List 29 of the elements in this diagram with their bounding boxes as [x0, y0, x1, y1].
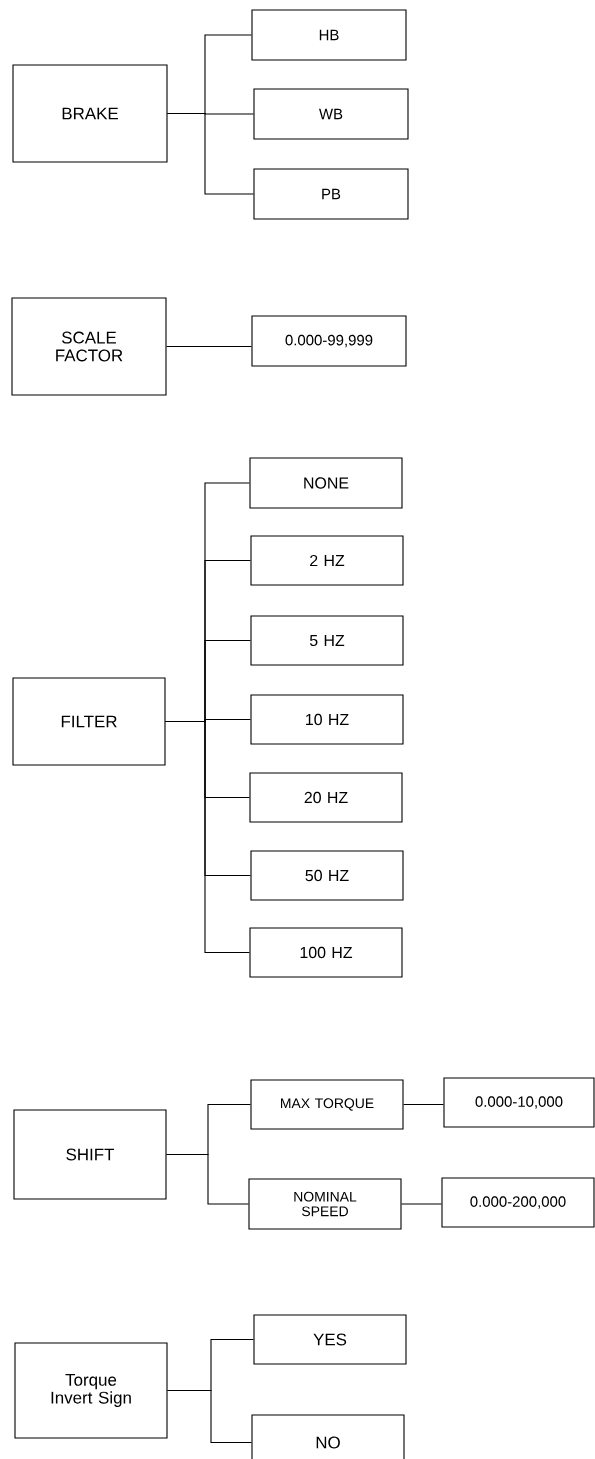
- connector-line: [166, 1153, 249, 1205]
- box: MAX TORQUE: [250, 1079, 404, 1130]
- connector-line: [167, 1389, 252, 1444]
- box: 2 HZ: [250, 535, 404, 586]
- box: 5 HZ: [250, 615, 404, 666]
- box: NOMINAL SPEED: [248, 1178, 402, 1230]
- box: PB: [253, 168, 409, 220]
- box: SCALE FACTOR: [11, 297, 167, 396]
- box: YES: [253, 1314, 407, 1365]
- box: NO: [251, 1414, 405, 1459]
- box: 0.000-99,999: [251, 315, 407, 367]
- connector-line: [403, 1103, 444, 1106]
- box: 0.000-10,000: [443, 1077, 595, 1128]
- box: WB: [253, 88, 409, 140]
- box: 0.000-200,000: [441, 1177, 595, 1228]
- box: Torque Invert Sign: [14, 1342, 168, 1439]
- connector-line: [401, 1203, 442, 1205]
- connector-line: [167, 112, 254, 195]
- box: 20 HZ: [249, 772, 403, 823]
- connector-line: [166, 345, 252, 348]
- box: 50 HZ: [250, 850, 404, 901]
- box: SHIFT: [13, 1109, 167, 1200]
- box: NONE: [249, 457, 403, 509]
- box: HB: [251, 9, 407, 61]
- connector-line: [165, 720, 250, 954]
- box: BRAKE: [12, 64, 168, 163]
- box: 10 HZ: [250, 694, 404, 745]
- box: FILTER: [12, 677, 166, 766]
- box: 100 HZ: [249, 927, 403, 978]
